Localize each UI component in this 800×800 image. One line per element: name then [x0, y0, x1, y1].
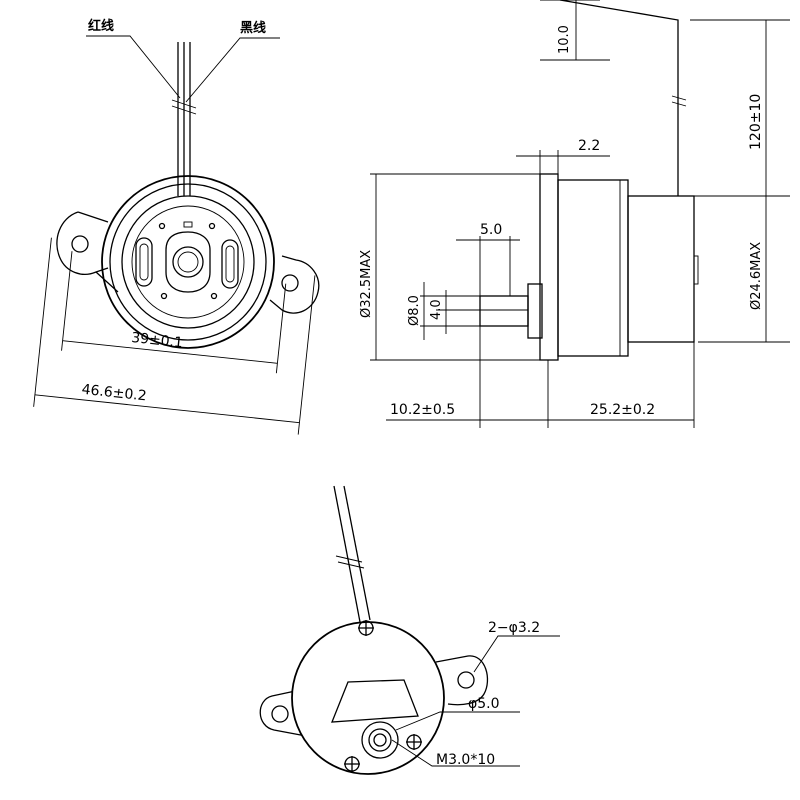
right-slot	[221, 239, 239, 289]
motor-face-ring	[121, 195, 255, 329]
face-dot	[160, 292, 168, 300]
bottom-wire-left	[333, 485, 361, 623]
shaft-circle	[172, 246, 204, 278]
screw-bottom-left	[344, 756, 360, 772]
boss-callout: φ5.0	[468, 696, 500, 712]
top-view: 红线 黑线 39±0.1 46.6±0.2	[33, 18, 320, 435]
bottom-wire-break	[335, 555, 365, 569]
mount-holes-callout: 2−φ3.2	[488, 620, 540, 636]
black-wire-leader	[185, 37, 280, 103]
hole-pitch-dim: 39±0.1	[130, 330, 183, 351]
overall-width-ext-left	[33, 237, 52, 407]
gear-window	[331, 679, 419, 723]
hole-pitch-ext-left	[61, 251, 73, 351]
shaft-flat-dim: 4.0	[429, 299, 444, 320]
can-diameter-dim: Ø24.6MAX	[749, 242, 764, 310]
body-diameter-dim: Ø32.5MAX	[359, 250, 374, 318]
can-length-dim: 25.2±0.2	[590, 402, 655, 418]
wire-break	[171, 99, 197, 115]
wire-length-dim: 120±10	[748, 94, 764, 150]
right-slot-inner	[225, 245, 235, 283]
shaft-inner-circle	[177, 251, 199, 273]
shaft-to-flange-dim: 10.2±0.5	[390, 402, 455, 418]
lead-wire	[559, 0, 679, 196]
bottom-wire-right	[343, 485, 371, 621]
shaft-diameter-dim: Ø8.0	[407, 295, 422, 326]
screw-top	[358, 620, 374, 636]
screw-callout: M3.0*10	[436, 752, 495, 768]
face-dot	[208, 222, 216, 230]
red-wire-leader	[86, 35, 181, 99]
bottom-view: 2−φ3.2 φ5.0 M3.0*10	[259, 485, 560, 775]
left-mount-hole	[71, 235, 89, 253]
left-ear	[259, 689, 307, 737]
face-dot	[210, 292, 218, 300]
output-boss-mid	[368, 728, 392, 752]
black-wire-label: 黑线	[240, 20, 266, 36]
face-dot	[158, 222, 166, 230]
boss-leader	[395, 711, 520, 731]
overall-width-ext-right	[297, 275, 316, 435]
hole-pitch-ext-right	[275, 283, 287, 374]
mount-hole-leader	[473, 635, 560, 673]
central-boss	[165, 231, 211, 293]
screw-bottom-right	[406, 734, 422, 750]
screw-leader	[391, 739, 520, 767]
face-tab	[183, 221, 193, 228]
motor-can	[627, 195, 695, 343]
right-mount-hole	[281, 274, 299, 292]
red-wire-label: 红线	[88, 18, 114, 34]
left-slot-inner	[139, 243, 149, 281]
output-boss-inner	[373, 733, 387, 747]
gearbox-body	[557, 179, 629, 357]
right-ear	[435, 655, 489, 706]
can-tab	[693, 255, 699, 285]
hole-pitch-dim-line	[62, 340, 278, 364]
left-ear-hole	[271, 705, 289, 723]
wire-strip-dim: 10.0	[557, 25, 572, 54]
output-boss-outer	[361, 721, 399, 759]
motor-face-inner	[131, 205, 245, 319]
motor-inner-ring	[109, 183, 267, 341]
left-slot	[135, 237, 153, 287]
shaft	[479, 295, 529, 327]
flange-plate	[539, 173, 559, 361]
motor-outer-ring	[101, 175, 275, 349]
shaft-length-dim: 5.0	[480, 222, 502, 238]
lead-wire-break	[671, 95, 687, 107]
side-view: 10.0 120±10 Ø24.6MAX 2.2 5.0 Ø32.5MAX Ø8…	[359, 0, 790, 428]
right-ear-hole	[457, 671, 475, 689]
mounting-flange	[56, 211, 320, 314]
overall-width-dim: 46.6±0.2	[81, 382, 147, 405]
bottom-body	[291, 621, 445, 775]
overall-width-dim-line	[34, 394, 300, 424]
flange-thickness-dim: 2.2	[578, 138, 600, 154]
